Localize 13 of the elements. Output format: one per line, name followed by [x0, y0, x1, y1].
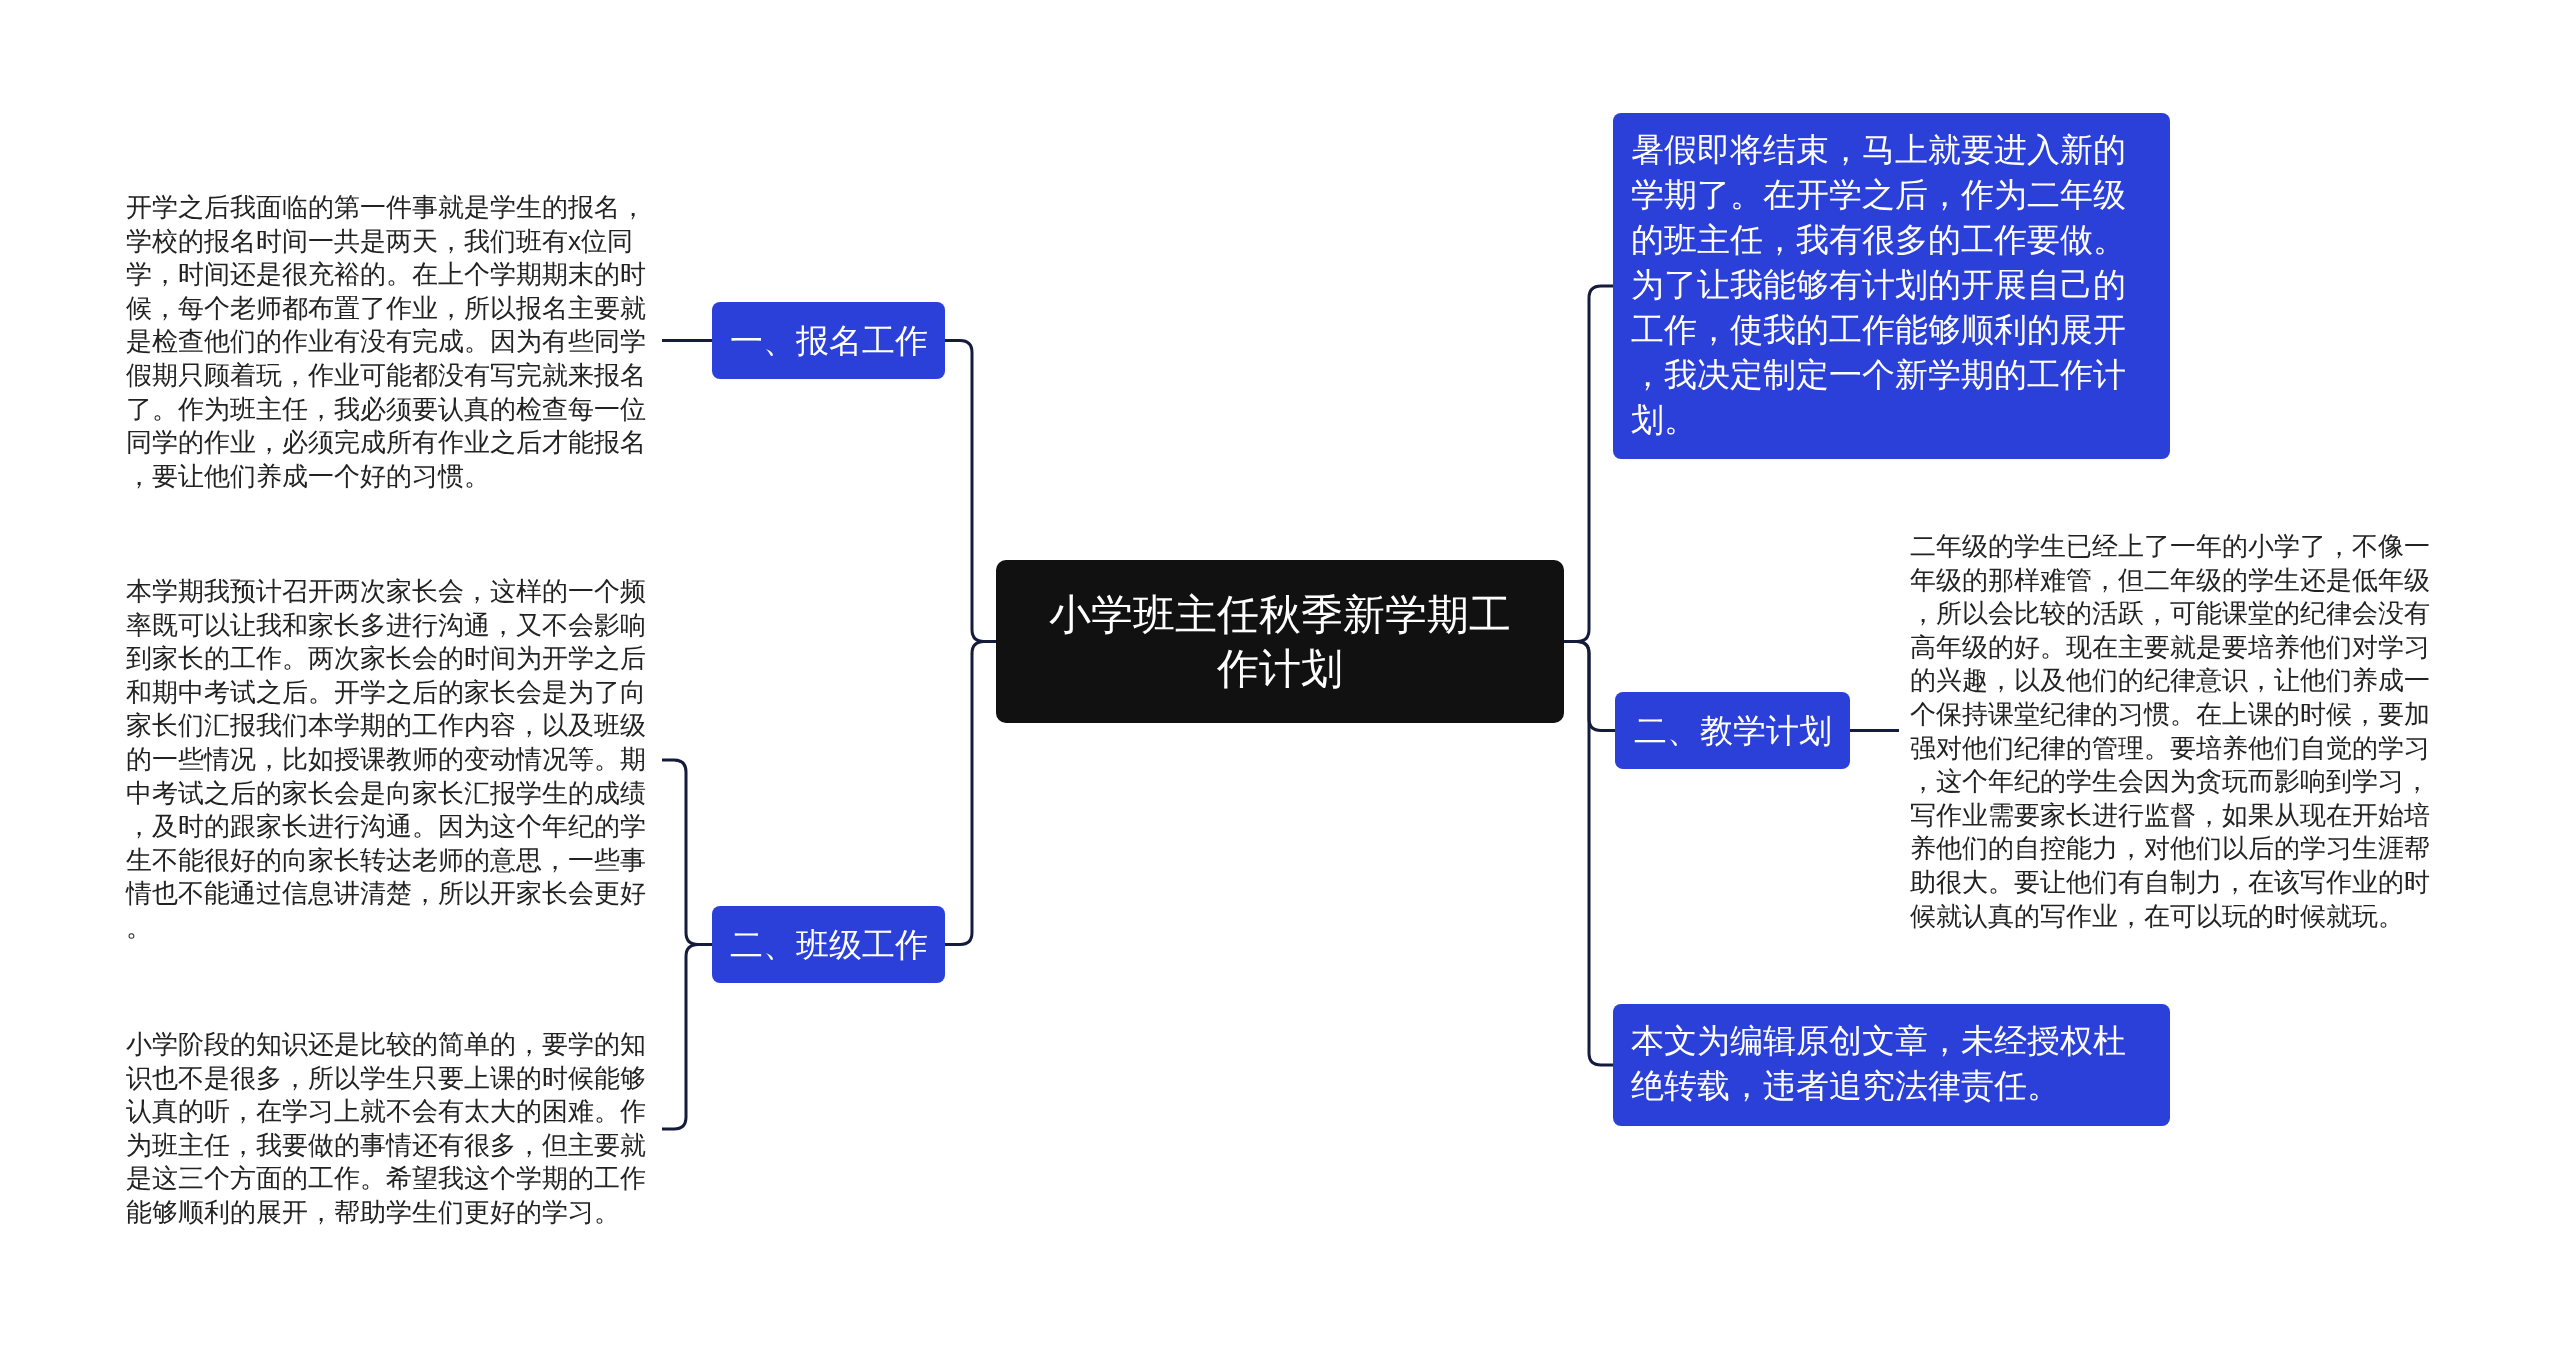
branch-topic: 二、教学计划	[1615, 692, 1850, 769]
topic-card: 暑假即将结束，马上就要进入新的学期了。在开学之后，作为二年级的班主任，我有很多的工作要做。为了让我能够有计划的开展自己的工作，使我的工作能够顺利的展开，我决定制定一个新学期的工作计划。	[1613, 113, 2170, 459]
connector-line	[1564, 640, 1613, 1067]
connector-line	[662, 339, 712, 342]
branch-topic: 二、班级工作	[712, 906, 945, 983]
paragraph-text: 二年级的学生已经上了一年的小学了，不像一年级的那样难管，但二年级的学生还是低年级，所以会比较的活跃，可能课堂的纪律会没有高年级的好。现在主要就是要培养他们对学习的兴趣，以及他们的纪律意识，让他们养成一个保持课堂纪律的习惯。在上课的时候，要加强对他们纪律的管理。要培养他们自觉的学习，这个年纪的学生会因为贪玩而影响到学习，写作业需要家长进行监督，如果从现在开始培养他们的自控能力，对他们以后的学习生涯帮助很大。要让他们有自制力，在该写作业的时候就认真的写作业，在可以玩的时候就玩。	[1899, 530, 2439, 934]
topic-card: 本文为编辑原创文章，未经授权杜绝转载，违者追究法律责任。	[1613, 1004, 2170, 1126]
central-topic: 小学班主任秋季新学期工作计划	[996, 560, 1564, 723]
paragraph-text: 本学期我预计召开两次家长会，这样的一个频率既可以让我和家长多进行沟通，又不会影响到家长的工作。两次家长会的时间为开学之后和期中考试之后。开学之后的家长会是为了向家长们汇报我们本学期的工作内容，以及班级的一些情况，比如授课教师的变动情况等。期中考试之后的家长会是向家长汇报学生的成绩，及时的跟家长进行沟通。因为这个年纪的学生不能很好的向家长转达老师的意思，一些事情也不能通过信息讲清楚，所以开家长会更好。	[122, 575, 662, 945]
connector-line	[1850, 729, 1899, 732]
branch-topic: 一、报名工作	[712, 302, 945, 379]
paragraph-text: 小学阶段的知识还是比较的简单的，要学的知识也不是很多，所以学生只要上课的时候能够认真的听，在学习上就不会有太大的困难。作为班主任，我要做的事情还有很多，但主要就是这三个方面的工作。希望我这个学期的工作能够顺利的展开，帮助学生们更好的学习。	[122, 1028, 662, 1230]
paragraph-text: 开学之后我面临的第一件事就是学生的报名，学校的报名时间一共是两天，我们班有x位同学，时间还是很充裕的。在上个学期期末的时候，每个老师都布置了作业，所以报名主要就是检查他们的作业有没有完成。因为有些同学假期只顾着玩，作业可能都没有写完就来报名了。作为班主任，我必须要认真的检查每一位同学的作业，必须完成所有作业之后才能报名，要让他们养成一个好的习惯。	[122, 191, 662, 494]
